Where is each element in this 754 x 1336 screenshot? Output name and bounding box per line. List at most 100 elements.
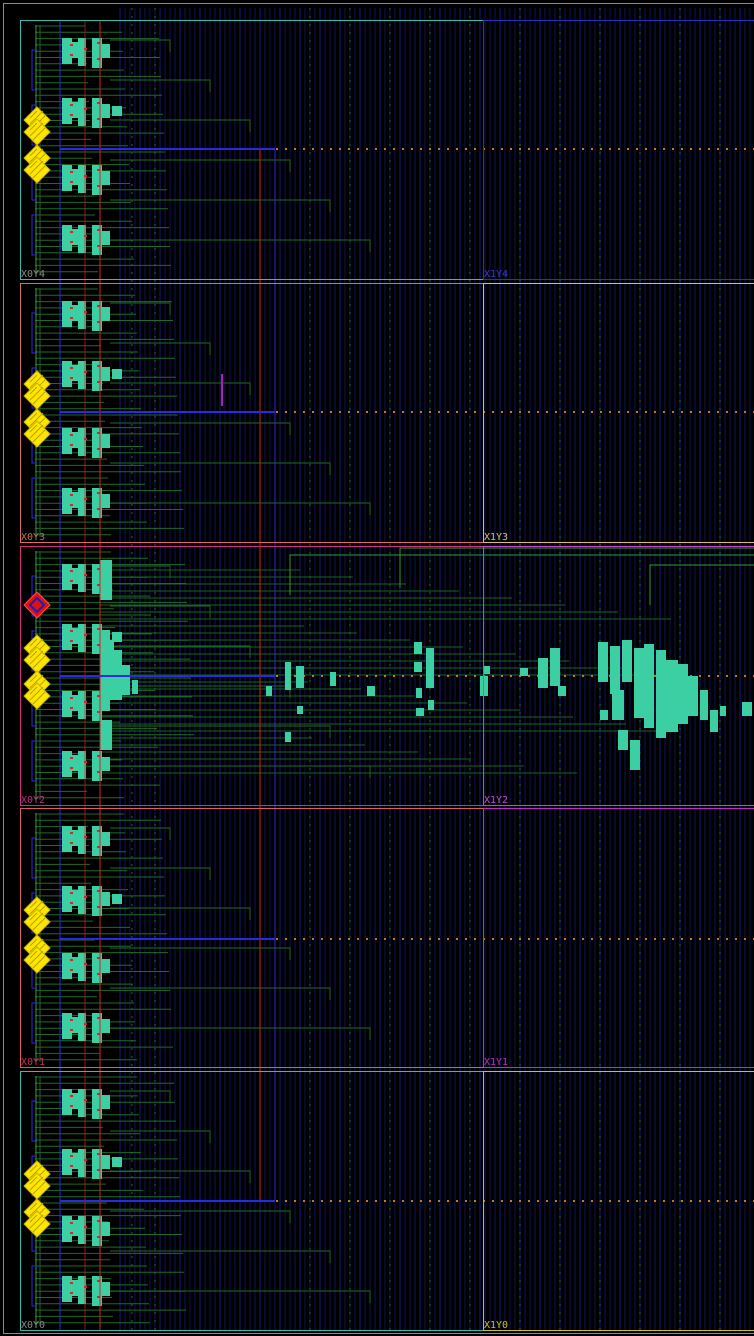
clock-region-label: X1Y0 <box>484 1320 508 1331</box>
placed-cell <box>78 225 86 253</box>
placed-cell <box>102 892 110 906</box>
placed-cell <box>330 672 336 686</box>
io-diamond-shape <box>23 591 51 619</box>
placed-cell-marker <box>70 1019 73 1021</box>
route-net <box>110 462 331 475</box>
placed-cell <box>520 668 528 676</box>
placed-cell-marker <box>70 44 73 46</box>
placed-cell <box>78 1216 86 1244</box>
placed-cell <box>72 229 78 245</box>
selected-io-marker-icon[interactable] <box>23 591 51 619</box>
io-marker-icon[interactable] <box>23 420 51 448</box>
placed-cell-marker <box>97 1033 100 1035</box>
placed-cell-marker <box>70 181 73 183</box>
io-diamond-shape <box>23 420 51 448</box>
placed-cell <box>630 740 640 770</box>
placed-cell <box>72 957 78 973</box>
route-net <box>110 1170 251 1183</box>
placed-cell <box>102 367 110 381</box>
route-net <box>110 302 171 315</box>
placed-cell <box>112 632 122 642</box>
clock-region-label: X1Y4 <box>484 269 508 280</box>
clock-region-x1y1[interactable]: X1Y1 <box>483 808 754 1069</box>
clock-region-x1y3[interactable]: X1Y3 <box>483 283 754 544</box>
placed-cell-marker <box>97 102 100 104</box>
placed-cell-marker <box>70 114 73 116</box>
placed-cell-marker <box>97 957 100 959</box>
placed-cell-marker <box>70 241 73 243</box>
placed-cell <box>102 1095 110 1109</box>
placed-cell <box>92 826 102 856</box>
route-net <box>110 907 251 920</box>
placed-cell <box>266 686 272 696</box>
placed-cell-marker <box>97 830 100 832</box>
placed-cell <box>62 165 72 191</box>
clock-region-x1y0[interactable]: X1Y0 <box>483 1071 754 1332</box>
route-net <box>110 1090 171 1103</box>
io-marker-icon[interactable] <box>23 118 51 146</box>
placed-cell <box>92 98 102 128</box>
routing-nets <box>31 25 754 1325</box>
io-marker-icon[interactable] <box>23 682 51 710</box>
placed-cell <box>78 165 86 193</box>
placed-cell-marker <box>70 307 73 309</box>
io-diamond-hatch <box>29 386 46 405</box>
io-marker-icon[interactable] <box>23 946 51 974</box>
placed-cell <box>78 1276 86 1304</box>
placed-cell <box>102 757 110 771</box>
placed-cell <box>92 1089 102 1119</box>
placed-cell <box>102 832 110 846</box>
placed-cell <box>78 886 86 914</box>
placed-cell-marker <box>97 628 100 630</box>
placed-cell-marker <box>70 504 73 506</box>
io-marker-icon[interactable] <box>23 1210 51 1238</box>
clock-region-border <box>483 546 754 806</box>
placed-cell <box>78 624 86 652</box>
placed-cell <box>414 642 422 654</box>
placed-cell-marker <box>70 104 73 106</box>
placed-cell-marker <box>70 707 73 709</box>
io-marker-icon[interactable] <box>23 156 51 184</box>
clock-region-x1y2[interactable]: X1Y2 <box>483 546 754 807</box>
placed-cell-marker <box>97 229 100 231</box>
placed-cell <box>618 730 628 750</box>
route-net <box>110 725 331 738</box>
placed-cell <box>426 648 434 688</box>
placed-cell <box>72 169 78 185</box>
placed-cell-marker <box>70 171 73 173</box>
route-net <box>649 564 754 605</box>
placed-cell <box>78 1089 86 1117</box>
placed-cell <box>72 830 78 846</box>
io-marker-icon[interactable] <box>23 646 51 674</box>
placed-cell <box>78 301 86 329</box>
placed-cell <box>72 102 78 118</box>
io-route <box>31 1002 37 1044</box>
placed-cell-marker <box>70 640 73 642</box>
placed-cell-marker <box>97 584 100 586</box>
io-markers[interactable] <box>23 106 51 1238</box>
placed-cell <box>610 646 620 694</box>
placed-cell-marker <box>97 432 100 434</box>
placed-cell <box>720 706 726 716</box>
clock-routing <box>59 20 276 1330</box>
io-diamond-shape <box>23 1210 51 1238</box>
placed-cell <box>78 1013 86 1041</box>
placed-cell-marker <box>97 321 100 323</box>
route-net <box>110 382 251 395</box>
io-route <box>31 740 37 782</box>
placed-cell <box>72 628 78 644</box>
placed-cell-marker <box>70 1105 73 1107</box>
placed-cell <box>112 894 122 904</box>
placed-cell-marker <box>97 1017 100 1019</box>
placed-cell <box>600 710 608 720</box>
clock-region-label: X0Y3 <box>21 532 45 543</box>
placed-cell <box>92 488 102 518</box>
site-columns <box>119 8 751 1332</box>
placed-cell <box>102 231 110 245</box>
clock-region-label: X0Y0 <box>21 1320 45 1331</box>
placed-cell-marker <box>97 906 100 908</box>
clock-region-x1y4[interactable]: X1Y4 <box>483 20 754 281</box>
placed-cell-marker <box>70 434 73 436</box>
